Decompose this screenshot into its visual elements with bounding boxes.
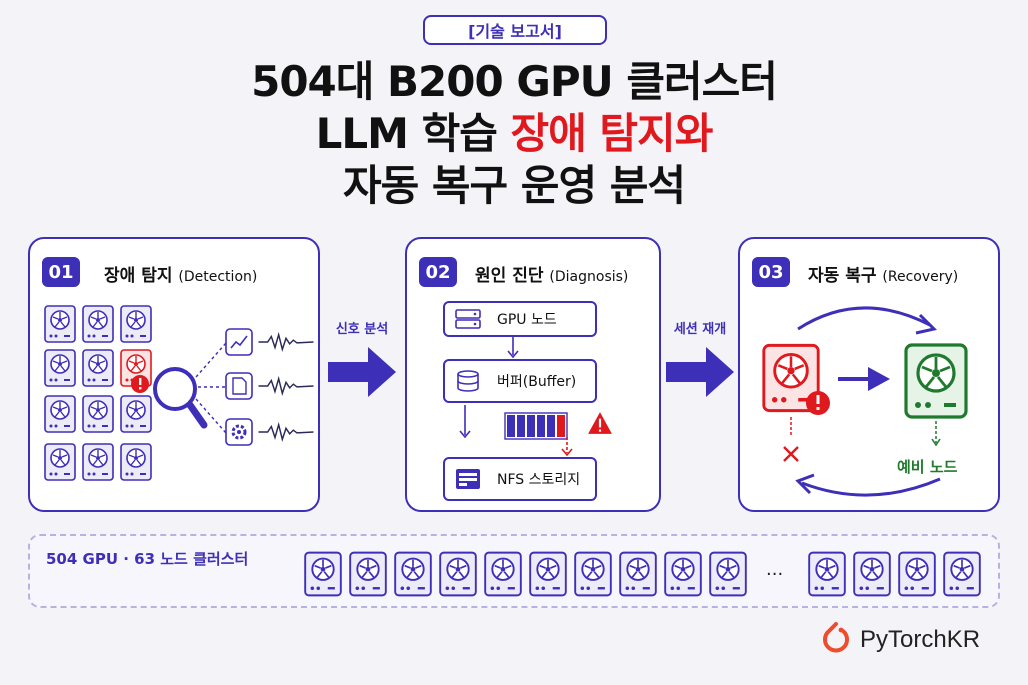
- gpu-icon: [484, 551, 522, 597]
- nfs-storage-box: NFS 스토리지: [443, 457, 597, 501]
- gpu-icon: [82, 305, 114, 343]
- server-icon: [455, 309, 481, 329]
- right-arrow-icon: [328, 347, 396, 397]
- cluster-gpus: ···: [304, 551, 981, 597]
- curved-arrow-icon: [797, 306, 931, 331]
- gpu-icon: [898, 551, 936, 597]
- page-title: 504대 B200 GPU 클러스터 LLM 학습 장애 탐지와 자동 복구 운…: [0, 56, 1028, 212]
- panel-title-en: (Detection): [178, 269, 258, 285]
- database-icon: [457, 370, 479, 392]
- buffer-bar: [504, 412, 568, 440]
- gpu-icon: [120, 395, 152, 433]
- gpu-icon: [394, 551, 432, 597]
- gpu-icon: [349, 551, 387, 597]
- gpu-icon: [82, 395, 114, 433]
- spare-node-label: 예비 노드: [897, 458, 958, 476]
- gpu-icon: [439, 551, 477, 597]
- gpu-node-box: GPU 노드: [443, 301, 597, 337]
- warning-icon: [588, 412, 612, 434]
- gpu-icon: [120, 443, 152, 481]
- panel-number: 03: [752, 257, 790, 287]
- title-line-2-black: LLM 학습: [315, 109, 511, 158]
- cluster-label: 504 GPU · 63 노드 클러스터: [46, 550, 249, 568]
- buffer-box: 버퍼(Buffer): [443, 359, 597, 403]
- panel-title-en: (Diagnosis): [549, 269, 629, 285]
- panel-detection: 01 장애 탐지 (Detection): [28, 237, 320, 512]
- gpu-grid: [44, 305, 152, 481]
- panel-title-ko: 자동 복구: [808, 266, 877, 286]
- arrow-label-1: 신호 분석: [335, 322, 389, 337]
- title-line-2-red: 장애 탐지와: [510, 109, 714, 158]
- panel-recovery: 03 자동 복구 (Recovery): [738, 237, 1000, 512]
- gpu-icon: [44, 395, 76, 433]
- waveform-icon: [258, 333, 314, 351]
- brand-name: PyTorchKR: [860, 626, 981, 653]
- spare-gpu-icon: [904, 343, 968, 419]
- title-line-1: 504대 B200 GPU 클러스터: [251, 57, 778, 106]
- right-arrow-icon: [838, 367, 890, 391]
- panel-number: 02: [419, 257, 457, 287]
- panel-title-en: (Recovery): [882, 269, 959, 285]
- panel-diagnosis: 02 원인 진단 (Diagnosis) GPU 노드: [405, 237, 661, 512]
- gpu-icon: [529, 551, 567, 597]
- alert-icon: [806, 391, 830, 415]
- signal-lines: [195, 342, 227, 434]
- detection-illustration: [44, 305, 314, 481]
- waveform-icon: [258, 423, 314, 441]
- diagnosis-connectors: [459, 337, 612, 457]
- gpu-icon: [82, 349, 114, 387]
- gpu-icon: [44, 443, 76, 481]
- nfs-label: NFS 스토리지: [497, 472, 581, 488]
- arrow-label-2: 세션 재개: [673, 322, 727, 337]
- gpu-icon: [44, 305, 76, 343]
- gear-icon: [225, 418, 253, 446]
- gpu-icon: [664, 551, 702, 597]
- x-icon: [783, 446, 799, 462]
- gpu-icon: [120, 305, 152, 343]
- gpu-icon: [82, 443, 114, 481]
- cluster-ellipsis: ···: [766, 564, 783, 585]
- panel-title: 원인 진단 (Diagnosis): [475, 261, 628, 286]
- waveform-icon: [258, 377, 314, 395]
- storage-icon: [456, 469, 480, 489]
- magnifier-icon: [153, 367, 208, 429]
- curved-arrow-icon: [801, 477, 941, 497]
- alert-icon: [131, 375, 149, 393]
- gpu-icon: [808, 551, 846, 597]
- gpu-icon: [853, 551, 891, 597]
- gpu-icon: [574, 551, 612, 597]
- brand-logo: PyTorchKR: [820, 622, 980, 658]
- report-tag: [기술 보고서]: [423, 15, 607, 45]
- right-arrow-icon: [666, 347, 734, 397]
- gpu-icon: [304, 551, 342, 597]
- title-line-3: 자동 복구 운영 분석: [343, 161, 686, 210]
- gpu-icon: [619, 551, 657, 597]
- panel-number: 01: [42, 257, 80, 287]
- document-icon: [225, 372, 253, 400]
- buffer-label: 버퍼(Buffer): [497, 374, 577, 390]
- title-line-2: LLM 학습 장애 탐지와: [0, 108, 1028, 160]
- pytorch-logo-icon: [823, 622, 849, 653]
- panel-title-ko: 원인 진단: [475, 266, 544, 286]
- gpu-node-label: GPU 노드: [497, 312, 557, 328]
- gpu-icon: [709, 551, 747, 597]
- panel-title: 장애 탐지 (Detection): [104, 261, 257, 286]
- recovery-illustration: [762, 306, 968, 497]
- panel-title-ko: 장애 탐지: [104, 266, 173, 286]
- chart-icon: [225, 328, 253, 356]
- panel-title: 자동 복구 (Recovery): [808, 261, 958, 286]
- gpu-icon: [943, 551, 981, 597]
- gpu-icon: [44, 349, 76, 387]
